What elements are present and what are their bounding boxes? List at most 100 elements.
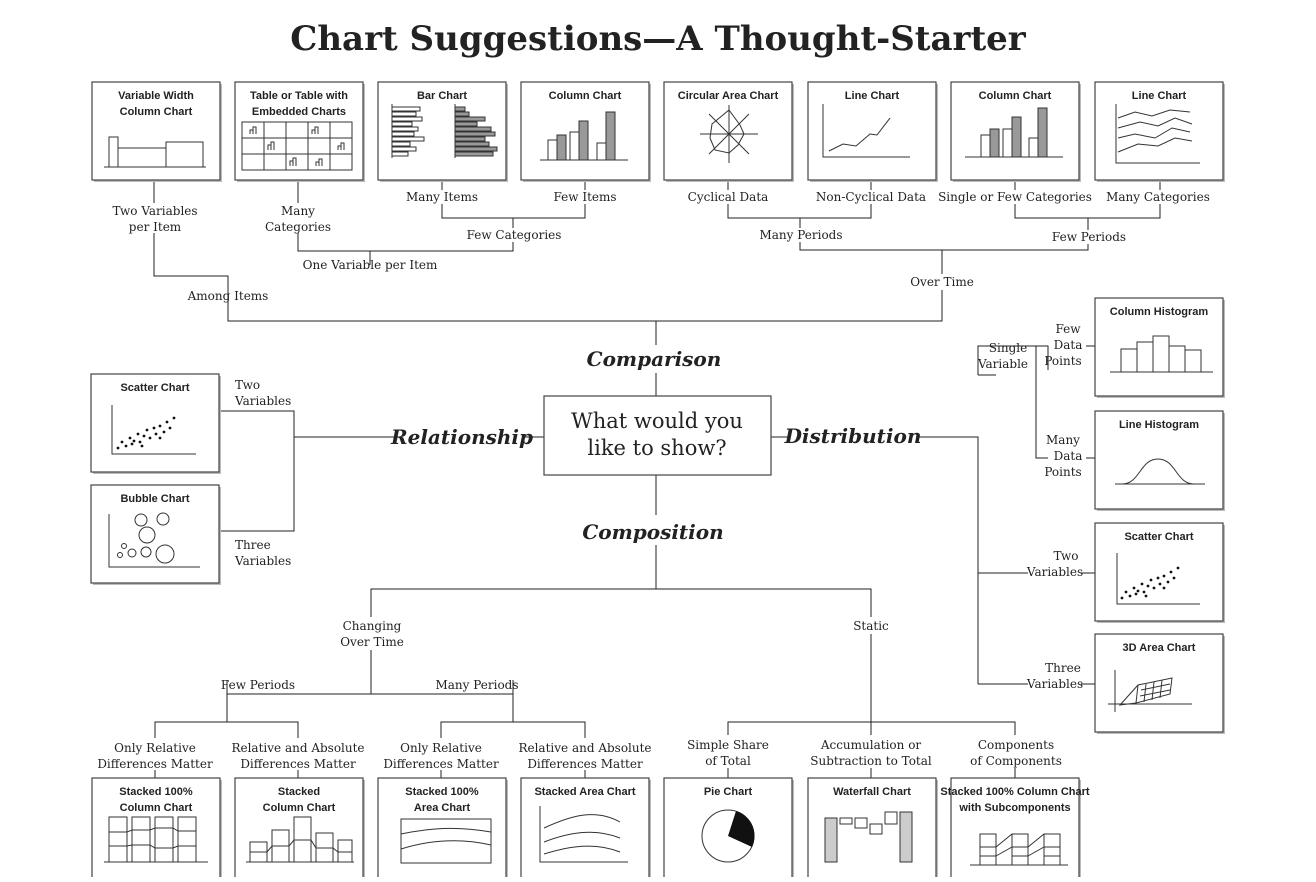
scatter-dot	[138, 440, 142, 444]
scatter-dot	[1134, 592, 1138, 596]
box-title-scatter-right-1: Scatter Chart	[1124, 531, 1193, 543]
chart-box-scatter-right: Scatter Chart	[1094, 522, 1225, 623]
chart-box-scatter-left: Scatter Chart	[90, 373, 221, 474]
box-frame	[807, 81, 937, 181]
category-composition: Composition	[582, 520, 723, 544]
box-title-stacked100-column-2: Column Chart	[120, 802, 193, 814]
scatter-dot	[168, 426, 172, 430]
box-title-line-histogram-1: Line Histogram	[1119, 419, 1199, 431]
label-accumulation-2: Subtraction to Total	[810, 754, 932, 768]
scatter-dot	[1172, 576, 1176, 580]
label-two-variables-dist-1: Two	[1053, 549, 1078, 563]
label-few-categories: Few Categories	[467, 228, 562, 242]
box-title-stacked-column-1: Stacked	[278, 786, 320, 798]
box-title-variable-width-column-2: Column Chart	[120, 106, 193, 118]
label-many-periods-top: Many Periods	[759, 228, 842, 242]
label-three-variables-rel-1: Three	[235, 538, 271, 552]
bar-mark	[454, 141, 490, 147]
box-title-stacked100-subcomponents-1: Stacked 100% Column Chart	[940, 786, 1089, 798]
label-single-or-few-categories: Single or Few Categories	[938, 190, 1092, 204]
box-title-bar-chart-1: Bar Chart	[417, 90, 467, 102]
box-title-table-embedded-1: Table or Table with	[250, 90, 348, 102]
box-title-line-chart-top2-1: Line Chart	[1132, 90, 1187, 102]
branch-labels: Two Variables per Item Many Categories M…	[97, 190, 1210, 771]
label-many-data-points-2: Data	[1054, 449, 1083, 463]
chart-box-stacked100-subcomponents: Stacked 100% Column Chart with Subcompone…	[940, 777, 1090, 882]
label-only-relative-1b: Differences Matter	[97, 757, 213, 771]
box-title-column-chart-top1-1: Column Chart	[549, 90, 622, 102]
label-many-categories-2: Categories	[265, 220, 331, 234]
bar-mark	[454, 136, 486, 142]
label-static: Static	[853, 619, 889, 633]
box-frame	[663, 81, 793, 181]
bar-mark	[391, 146, 417, 152]
label-many-data-points-1: Many	[1046, 433, 1080, 447]
scatter-dot	[1140, 582, 1144, 586]
category-comparison: Comparison	[587, 347, 722, 371]
box-title-bubble-1: Bubble Chart	[120, 493, 189, 505]
label-components-2: of Components	[970, 754, 1062, 768]
line-chart-1-icon	[822, 104, 910, 158]
label-two-variables-per-item-1: Two Variables	[112, 204, 197, 218]
box-title-column-chart-top2-1: Column Chart	[979, 90, 1052, 102]
label-changing-over-time-1: Changing	[343, 619, 402, 633]
label-two-variables-rel-2: Variables	[234, 394, 291, 408]
circular-area-icon	[700, 105, 758, 163]
bar-mark	[391, 121, 413, 127]
scatter-dot	[116, 446, 120, 450]
scatter-dot	[1162, 574, 1166, 578]
bar-mark	[454, 121, 478, 127]
bar-mark	[391, 136, 425, 142]
table-embedded-icon	[241, 121, 353, 171]
scatter-dot	[1136, 589, 1140, 593]
box-frame	[1094, 410, 1224, 510]
stacked-area-icon	[539, 806, 628, 863]
label-among-items: Among Items	[187, 289, 269, 303]
bar-mark	[391, 141, 411, 147]
label-non-cyclical-data: Non-Cyclical Data	[816, 190, 926, 204]
box-title-stacked100-area-2: Area Chart	[414, 802, 471, 814]
scatter-dot	[1169, 570, 1173, 574]
scatter-dot	[145, 428, 149, 432]
box-frame	[91, 777, 221, 882]
label-relative-absolute-2a: Relative and Absolute	[518, 741, 651, 755]
scatter-dot	[1158, 582, 1162, 586]
scatter-dot	[158, 424, 162, 428]
scatter-dot	[1166, 580, 1170, 584]
bar-mark	[454, 111, 470, 117]
box-title-stacked100-area-1: Stacked 100%	[405, 786, 479, 798]
box-title-stacked100-column-1: Stacked 100%	[119, 786, 193, 798]
scatter-dot	[136, 432, 140, 436]
bar-mark	[391, 111, 417, 117]
scatter-dot	[172, 416, 176, 420]
scatter-dot	[1144, 594, 1148, 598]
box-title-scatter-left-1: Scatter Chart	[120, 382, 189, 394]
bar-mark	[391, 106, 421, 112]
box-title-table-embedded-2: Embedded Charts	[252, 106, 346, 118]
scatter-dot	[128, 436, 132, 440]
scatter-dot	[130, 442, 134, 446]
stacked100-column-icon	[104, 816, 208, 863]
scatter-dot	[1149, 578, 1153, 582]
scatter-dot	[124, 444, 128, 448]
chart-icons	[104, 104, 1213, 866]
label-many-items: Many Items	[406, 190, 478, 204]
label-one-variable-per-item: One Variable per Item	[303, 258, 438, 272]
scatter-dot	[1142, 590, 1146, 594]
box-title-stacked100-subcomponents-2: with Subcomponents	[958, 802, 1070, 814]
column-histogram-icon	[1110, 335, 1213, 373]
bar-mark	[454, 151, 494, 157]
label-two-variables-per-item-2: per Item	[129, 220, 182, 234]
scatter-dot	[140, 444, 144, 448]
chart-box-line-chart-top1: Line Chart	[807, 81, 938, 182]
box-frame	[1094, 522, 1224, 622]
label-single-variable-2: Variable	[977, 357, 1028, 371]
center-question-line1: What would you	[571, 409, 743, 433]
scatter-right-icon	[1116, 553, 1200, 605]
scatter-dot	[1176, 566, 1180, 570]
chart-box-pie: Pie Chart	[663, 777, 794, 882]
box-title-waterfall-1: Waterfall Chart	[833, 786, 911, 798]
